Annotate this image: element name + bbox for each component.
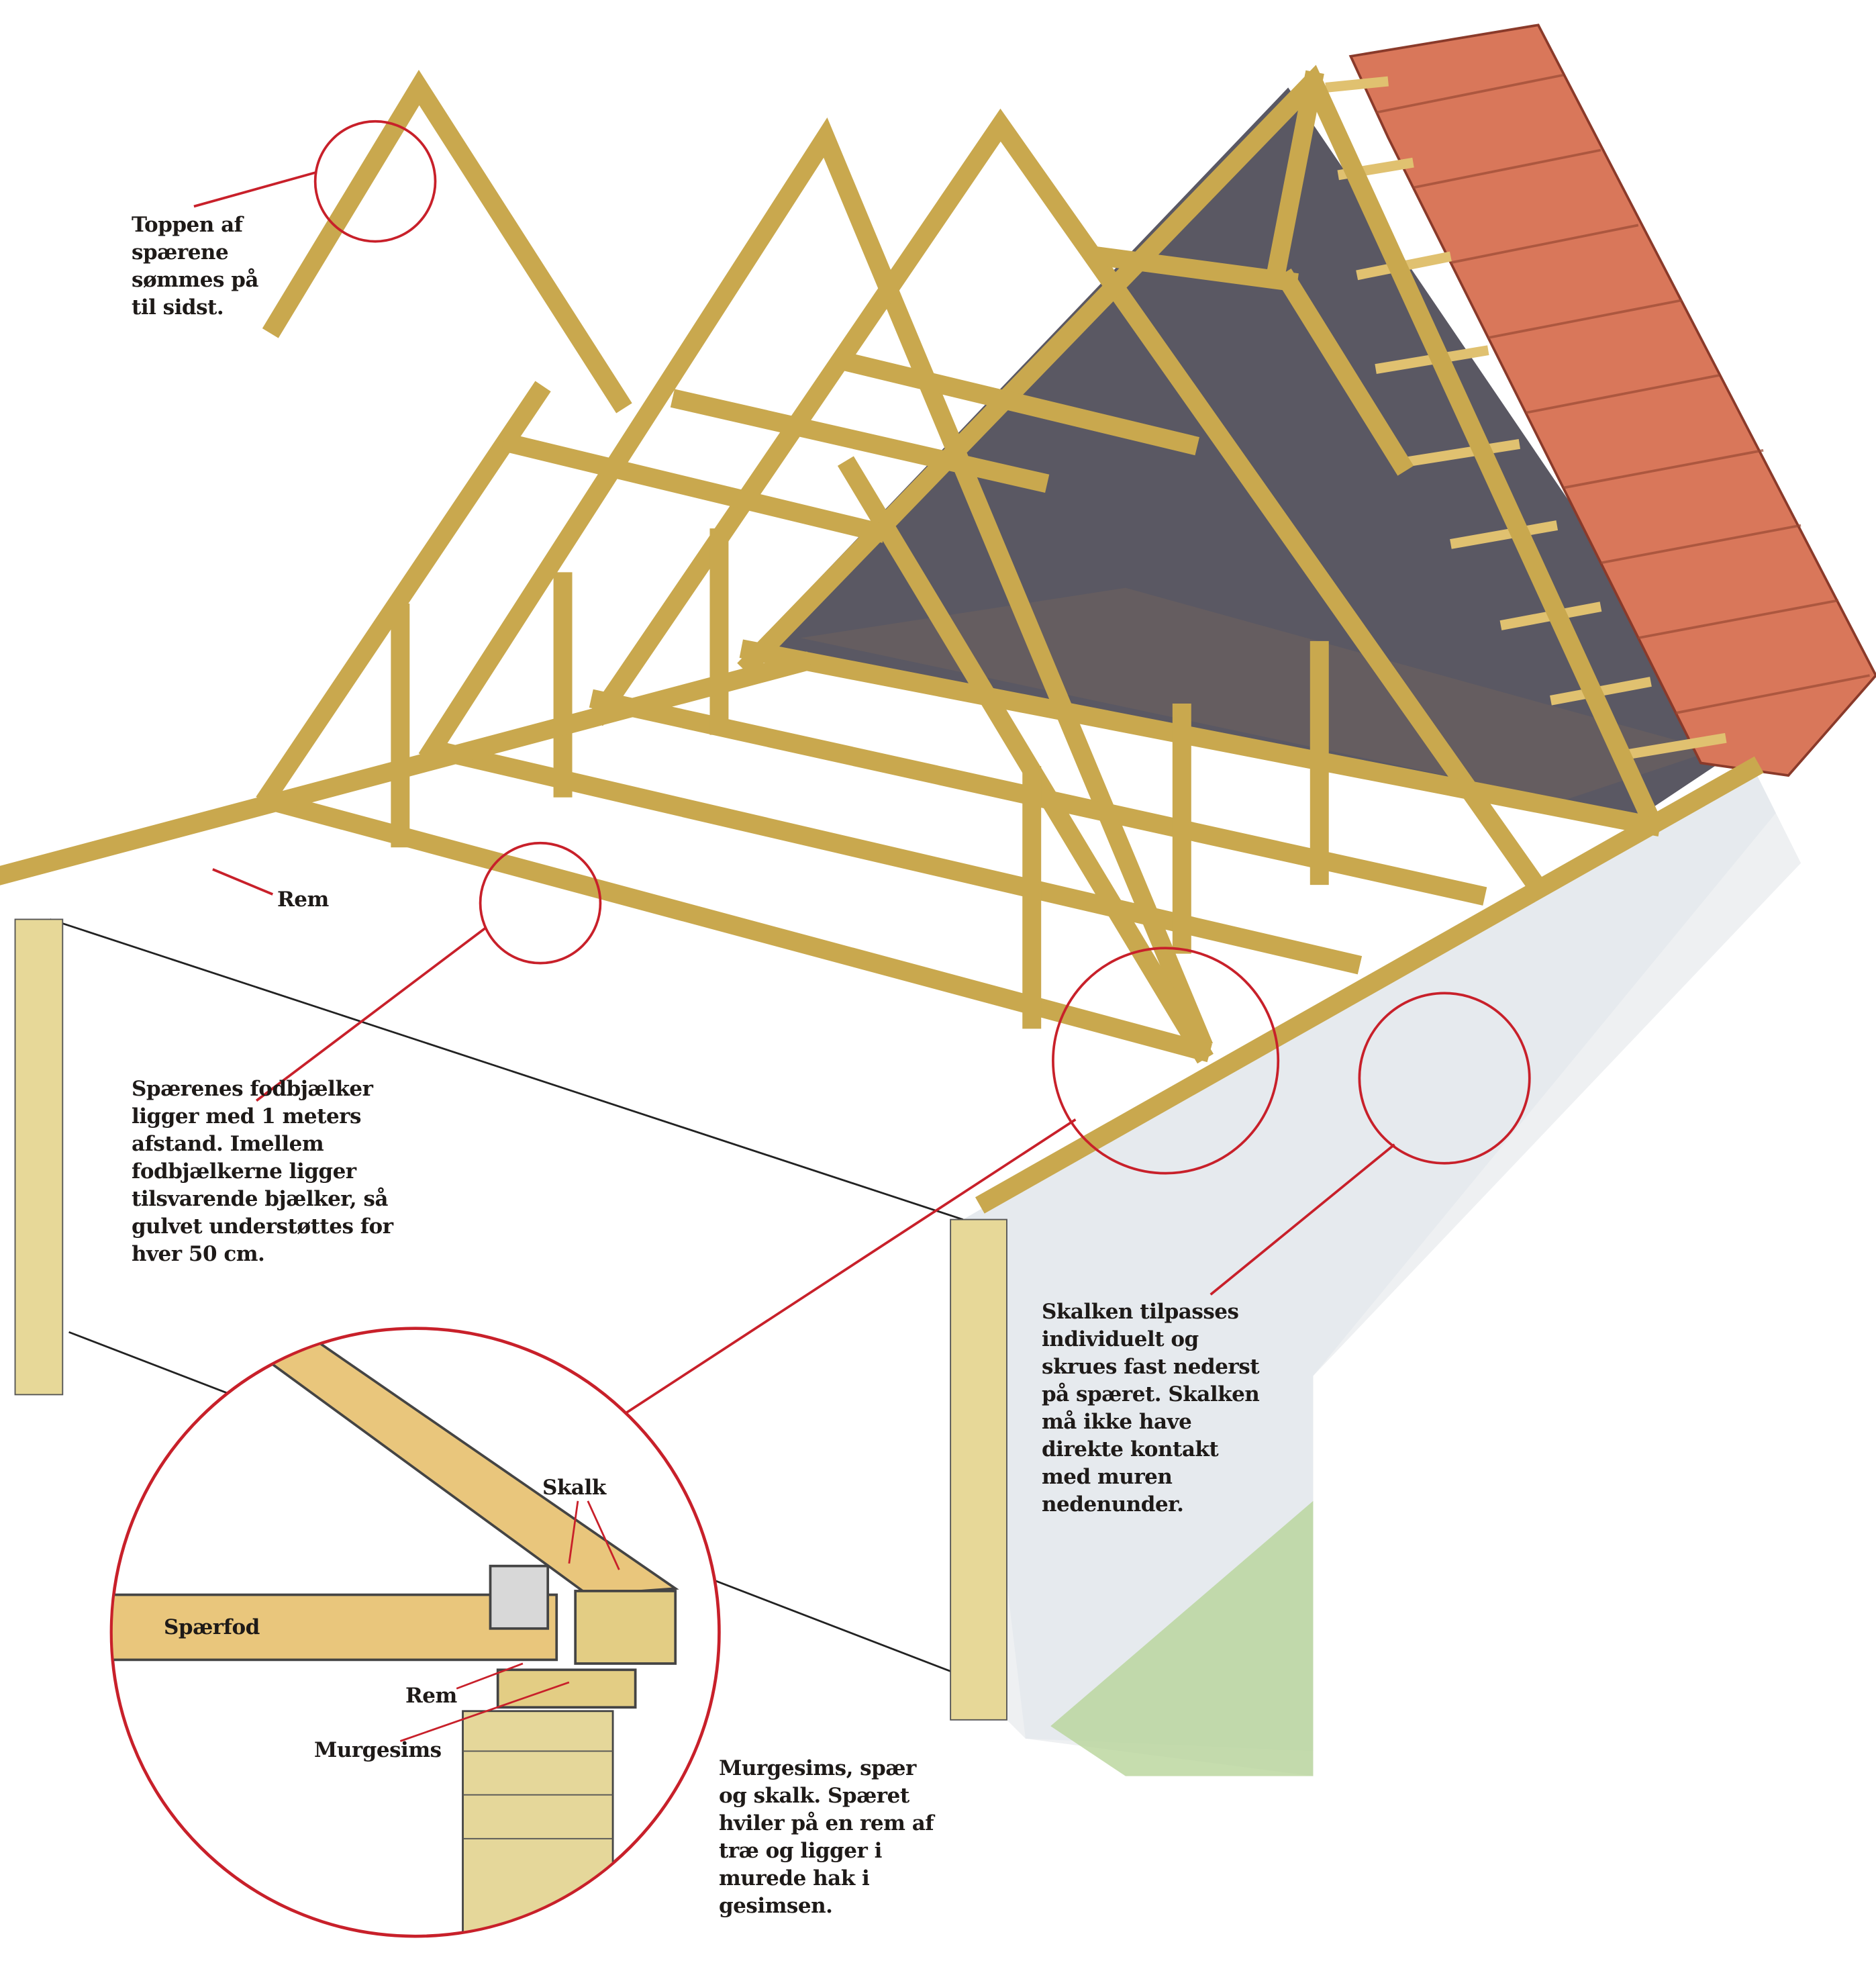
annotation-rem: Rem	[277, 888, 329, 912]
detail-label-skalk: Skalk	[542, 1476, 606, 1500]
detail-label-spaerfod: Spærfod	[164, 1615, 260, 1639]
roof-tiles	[1348, 23, 1876, 777]
detail-label-rem: Rem	[405, 1684, 457, 1708]
annotation-floor-beams: Spærenes fodbjælker ligger med 1 meters …	[132, 1077, 393, 1266]
callout-circles	[193, 119, 1531, 1415]
wall	[14, 763, 1801, 1776]
annotation-skalk: Skalken tilpasses individuelt og skrues …	[1042, 1300, 1260, 1517]
detail-label-murgesims: Murgesims	[314, 1738, 442, 1762]
roof-trusses	[0, 64, 1764, 1214]
annotation-cornice: Murgesims, spær og skalk. Spæret hviler …	[719, 1756, 934, 1918]
detail-inset	[109, 1327, 721, 1938]
annotation-top-of-rafters: Toppen af spærene sømmes på til sidst.	[132, 213, 258, 320]
